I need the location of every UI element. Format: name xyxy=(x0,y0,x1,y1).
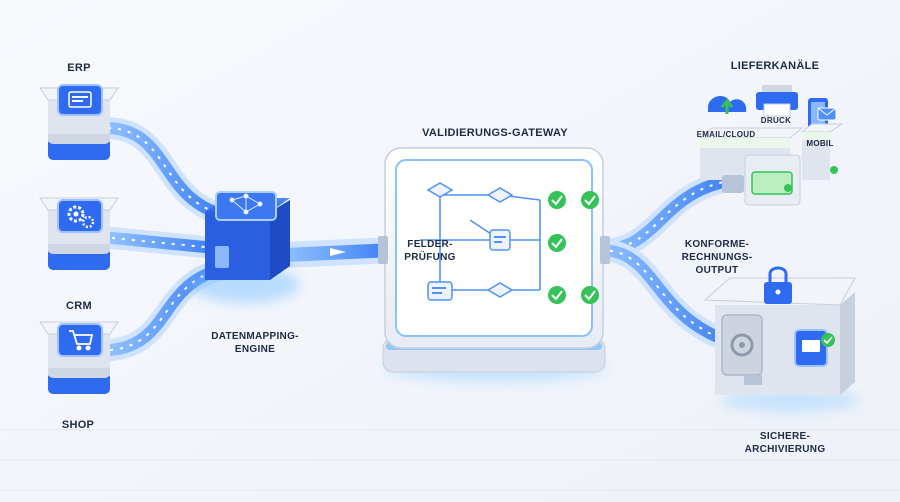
gateway-output-port xyxy=(600,236,610,264)
lock-icon xyxy=(764,266,792,304)
mobile-channel[interactable] xyxy=(800,98,844,180)
field-check-label-line2: PRÜFUNG xyxy=(404,252,456,263)
output-label-line2: RECHNUNGS- xyxy=(681,252,753,263)
crm-screen xyxy=(57,199,103,233)
network-icon xyxy=(229,193,263,215)
check-icon-4 xyxy=(548,286,566,304)
gateway-input-port xyxy=(378,236,388,264)
email-cloud-channel[interactable] xyxy=(708,96,747,114)
delivery-hub[interactable] xyxy=(698,127,804,206)
validation-gateway[interactable] xyxy=(378,147,610,382)
mapping-engine-label-line2: ENGINE xyxy=(234,344,276,355)
cart-icon xyxy=(69,330,94,351)
gear-icon xyxy=(67,205,95,229)
validation-node-2 xyxy=(486,187,514,203)
shop-label: SHOP xyxy=(61,419,95,431)
mapping-engine-label-line1: DATENMAPPING- xyxy=(211,331,299,342)
validation-node-5 xyxy=(486,282,514,298)
validation-node-1 xyxy=(426,182,454,198)
shop-screen xyxy=(57,323,103,357)
check-icon-3 xyxy=(548,234,566,252)
check-icon-2 xyxy=(581,191,599,209)
floor-grid xyxy=(0,429,900,491)
output-label-line3: OUTPUT xyxy=(695,265,739,276)
shop-node[interactable] xyxy=(39,321,119,394)
mobile-label: MOBIL xyxy=(806,139,834,148)
delivery-title: LIEFERKANÄLE xyxy=(730,60,820,72)
gateway-title: VALIDIERUNGS-GATEWAY xyxy=(422,127,568,139)
crm-label: CRM xyxy=(66,300,92,312)
output-label-line1: KONFORME- xyxy=(684,239,750,250)
print-channel[interactable] xyxy=(756,85,798,117)
flow-erp-to-mapping xyxy=(97,117,236,226)
archive-check-icon xyxy=(821,333,835,347)
validation-node-4 xyxy=(427,281,453,301)
archive-label: SICHERE- ARCHIVIERUNG xyxy=(735,430,835,456)
archive-vault[interactable] xyxy=(703,266,860,412)
erp-label: ERP xyxy=(67,62,91,74)
field-check-label: FELDER- PRÜFUNG xyxy=(400,238,460,264)
field-check-label-line1: FELDER- xyxy=(407,239,453,250)
archive-label-line2: ARCHIVIERUNG xyxy=(744,444,826,455)
check-icon-1 xyxy=(548,191,566,209)
document-icon xyxy=(68,91,92,108)
output-label: KONFORME- RECHNUNGS- OUTPUT xyxy=(672,238,762,277)
delivery-port xyxy=(722,175,744,193)
archive-port xyxy=(744,375,762,385)
flow-mapping-to-gateway xyxy=(272,237,405,268)
mapping-engine-cube[interactable] xyxy=(190,191,300,303)
email-cloud-label: EMAIL/CLOUD xyxy=(696,130,756,139)
check-icon-5 xyxy=(581,286,599,304)
flow-crm-to-mapping xyxy=(101,227,226,259)
crm-node[interactable] xyxy=(39,197,119,270)
archive-label-line1: SICHERE- xyxy=(759,431,811,442)
mapping-engine-port xyxy=(215,246,229,268)
flow-gateway-to-archive xyxy=(589,239,751,356)
mapping-engine-label: DATENMAPPING- ENGINE xyxy=(200,330,310,356)
print-label: DRUCK xyxy=(760,116,792,125)
erp-node[interactable] xyxy=(39,84,119,160)
validation-node-3 xyxy=(489,229,511,251)
